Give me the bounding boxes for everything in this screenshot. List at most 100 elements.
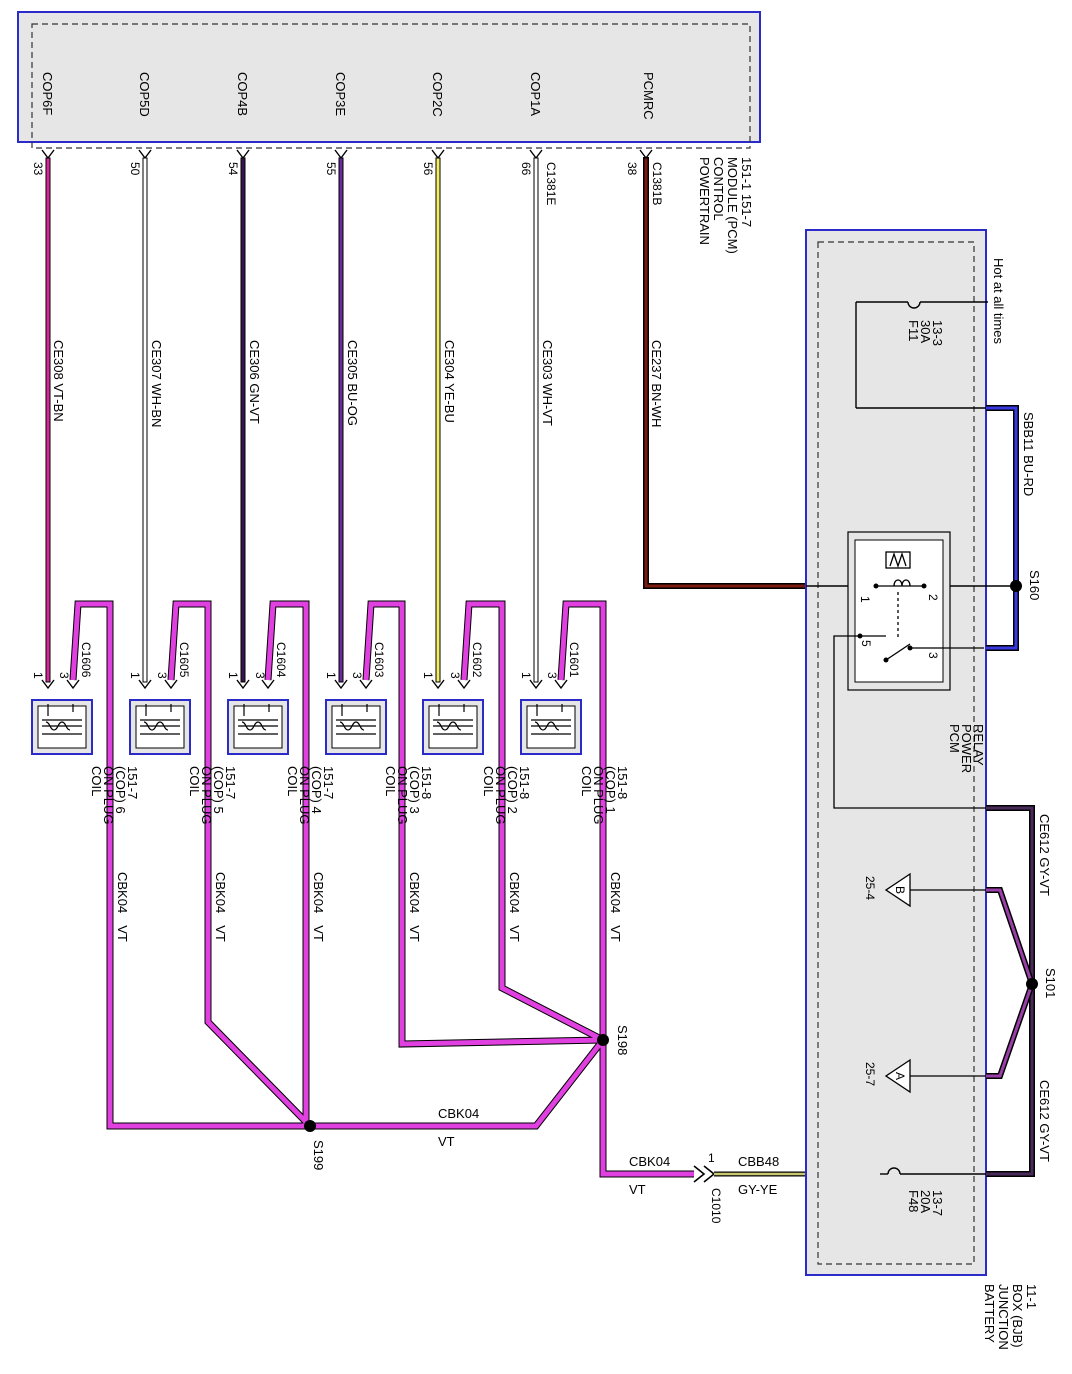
coil-label-line: 151-8 xyxy=(517,766,532,799)
c1010-connector xyxy=(693,1165,716,1183)
coil-connector-label: C1606 xyxy=(79,642,93,678)
relay-pin: 2 xyxy=(926,594,940,601)
cbk-code: CBK04 xyxy=(438,1106,479,1121)
cbk-code: CBK04 xyxy=(115,872,130,913)
cbk-color: VT xyxy=(507,925,522,942)
coil-label-line: (COP) 4 xyxy=(309,766,324,814)
pcm-pin-number: 50 xyxy=(128,162,142,176)
ce612-label: CE612 GY-VT xyxy=(1037,814,1052,896)
coil-pin-number: 1 xyxy=(421,672,435,679)
coil-label-1: COIL ON PLUG (COP) 1 151-8 xyxy=(579,766,630,825)
fuse-label-line: F48 xyxy=(906,1190,921,1212)
cbk-label: CBK04VT xyxy=(213,872,228,942)
coil-pin-number: 1 xyxy=(226,672,240,679)
coil-4 xyxy=(227,699,289,755)
pcm-pin-name: COP5D xyxy=(137,72,152,117)
coil-label-line: ON PLUG xyxy=(493,766,508,825)
cbk-label: CBK04VT xyxy=(407,872,422,942)
coil-label-line: (COP) 1 xyxy=(603,766,618,814)
coil-label-line: 151-8 xyxy=(419,766,434,799)
f48-fuse xyxy=(880,1167,986,1175)
wire-label: CE237 BN-WH xyxy=(649,340,664,427)
pcm-pin-number: 38 xyxy=(625,162,639,176)
pcm-pin-number: 66 xyxy=(519,162,533,176)
ground-letter: A xyxy=(893,1072,907,1080)
pcm-title: POWERTRAIN CONTROL MODULE (PCM) 151-1 15… xyxy=(697,157,754,254)
coil-label-line: 151-7 xyxy=(223,766,238,799)
coil-label-line: ON PLUG xyxy=(101,766,116,825)
bjb-title-line: JUNCTION xyxy=(996,1284,1011,1350)
bjb-title-line: BATTERY xyxy=(982,1284,997,1343)
splice-label: S199 xyxy=(311,1140,326,1170)
cbk-color: VT xyxy=(407,925,422,942)
coil-label-3: COIL ON PLUG (COP) 3 151-8 xyxy=(383,766,434,825)
f11-label: F11 30A 13-3 xyxy=(906,320,945,346)
coil-pin-number: 3 xyxy=(253,672,267,679)
coil-label-5: COIL ON PLUG (COP) 5 151-7 xyxy=(187,766,238,825)
coil-label-line: COIL xyxy=(383,766,398,796)
fuse-label-line: F11 xyxy=(906,320,921,341)
pcm-connector-label: C1381E xyxy=(544,162,558,205)
splice-s160 xyxy=(1010,580,1022,592)
coil-connector-label: C1603 xyxy=(372,642,386,678)
coil-1 xyxy=(520,699,582,755)
coil-label-line: COIL xyxy=(187,766,202,796)
coil-pin-number: 3 xyxy=(57,672,71,679)
cbk-label: CBK04VT xyxy=(115,872,130,942)
pcm-power-relay xyxy=(847,531,984,691)
coil-pin-number: 1 xyxy=(128,672,142,679)
coil-label-2: COIL ON PLUG (COP) 2 151-8 xyxy=(481,766,532,825)
cbk-label: CBK04VT xyxy=(311,872,326,942)
pcm-pin-name: COP1A xyxy=(528,72,543,116)
pcm-pin-number: 54 xyxy=(226,162,240,176)
wire-label: CE306 GN-VT xyxy=(247,340,262,424)
ground-a xyxy=(884,1058,986,1094)
pcm-pin-name: COP3E xyxy=(333,72,348,116)
sbb11-wire xyxy=(986,405,1019,651)
coil-label-line: ON PLUG xyxy=(199,766,214,825)
coil-label-line: (COP) 3 xyxy=(407,766,422,814)
pcm-title-line: 151-1 151-7 xyxy=(739,157,754,227)
fuse-label-line: 20A xyxy=(918,1190,933,1213)
wire-label: CE308 VT-BN xyxy=(51,340,66,422)
bjb-box xyxy=(805,229,987,1276)
pcm-connector-arrows xyxy=(41,149,653,160)
ground-ref: 25-4 xyxy=(863,876,877,900)
coil-connector-label: C1604 xyxy=(274,642,288,678)
fuse-label-line: 13-7 xyxy=(930,1190,945,1216)
coil-label-line: ON PLUG xyxy=(395,766,410,825)
coil-pin-number: 3 xyxy=(448,672,462,679)
splice-s101 xyxy=(1026,978,1038,990)
c1010-label: C1010 xyxy=(709,1188,723,1224)
pcm-pin-name: PCMRC xyxy=(641,72,656,120)
ground-ref: 25-7 xyxy=(863,1062,877,1086)
coil-connector-label: C1601 xyxy=(567,642,581,678)
pcm-pin-name: COP6F xyxy=(40,72,55,115)
coil-pin-number: 3 xyxy=(155,672,169,679)
pcm-module xyxy=(17,11,761,149)
hot-at-all-times-label: Hot at all times xyxy=(991,258,1006,344)
coil-connector-label: C1605 xyxy=(177,642,191,678)
sbb11-label: SBB11 BU-RD xyxy=(1021,412,1036,496)
pcm-title-line: MODULE (PCM) xyxy=(725,157,740,254)
coil-label-line: 151-7 xyxy=(321,766,336,799)
relay-pin: 1 xyxy=(858,596,872,603)
splice-s198 xyxy=(597,1034,609,1046)
relay-label-line: RELAY xyxy=(971,724,986,766)
wire-label: CE307 WH-BN xyxy=(149,340,164,427)
coil-label-line: COIL xyxy=(285,766,300,796)
coil-pin-number: 3 xyxy=(350,672,364,679)
c1010-pin: 1 xyxy=(708,1151,715,1165)
coil-pin-number: 1 xyxy=(324,672,338,679)
coil-bodies xyxy=(31,699,582,755)
relay-label-line: POWER xyxy=(959,724,974,773)
cbk-color: VT xyxy=(438,1134,455,1149)
splice-label: S198 xyxy=(615,1025,630,1055)
coil-connector-label: C1602 xyxy=(470,642,484,678)
wire-label: CE303 WH-VT xyxy=(540,340,555,426)
pcm-pin-name: COP2C xyxy=(430,72,445,117)
splice-label: S160 xyxy=(1027,570,1042,600)
cbk-color: VT xyxy=(311,925,326,942)
bjb-title-line: 11-1 xyxy=(1024,1284,1039,1309)
pcm-title-line: CONTROL xyxy=(711,157,726,221)
